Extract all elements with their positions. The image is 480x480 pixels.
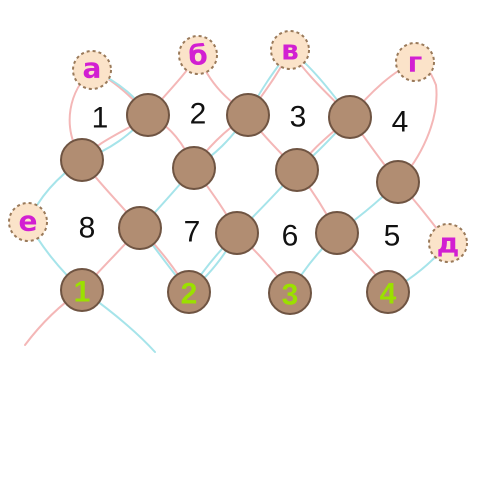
cell-number: 6 (282, 220, 299, 253)
numbered-bead-label: 2 (181, 278, 198, 311)
numbered-bead (60, 268, 104, 312)
cell-number: 3 (290, 101, 307, 134)
cell-number: 7 (184, 216, 201, 249)
bead (226, 93, 270, 137)
letter-label: в (281, 34, 299, 67)
bead (315, 211, 359, 255)
numbered-bead-row: 1 2 3 4 (60, 268, 410, 315)
letter-marker (270, 30, 310, 70)
bead (328, 95, 372, 139)
cell-number: 2 (190, 98, 207, 131)
cell-number: 8 (79, 212, 96, 245)
bead (60, 138, 104, 182)
bead (275, 148, 319, 192)
letter-label: а (83, 52, 102, 85)
letter-marker (8, 202, 48, 242)
letter-label: д (437, 227, 460, 260)
bead (215, 211, 259, 255)
letter-marker (72, 50, 112, 90)
letter-label: б (188, 39, 208, 72)
numbered-bead-label: 4 (380, 278, 397, 311)
numbered-bead (268, 271, 312, 315)
letter-marker (428, 223, 468, 263)
bead (172, 146, 216, 190)
letter-marker (178, 35, 218, 75)
letter-marker (395, 42, 435, 82)
letter-label: е (19, 205, 38, 238)
bead (376, 160, 420, 204)
numbered-bead (366, 270, 410, 314)
bead (118, 206, 162, 250)
cell-number: 1 (92, 102, 109, 135)
cell-numbers: 1 2 3 4 5 6 7 8 (79, 98, 409, 253)
bead-group (60, 93, 420, 255)
letter-markers: а б в г д е (8, 30, 468, 263)
cell-number: 5 (384, 220, 401, 253)
bead (126, 93, 170, 137)
numbered-bead-label: 3 (282, 279, 299, 312)
cell-number: 4 (392, 106, 409, 139)
numbered-bead (167, 270, 211, 314)
numbered-bead-label: 1 (74, 276, 91, 309)
pink-thread (68, 69, 150, 162)
letter-label: г (408, 46, 423, 79)
